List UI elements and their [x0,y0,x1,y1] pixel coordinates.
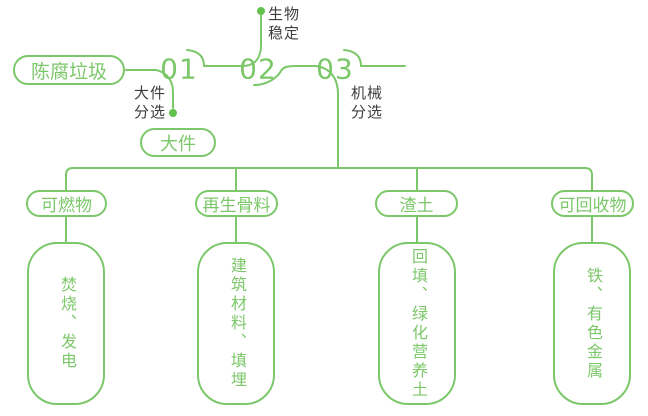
branch-combustible-use-text: 焚烧、发电 [58,276,75,371]
endpoint-dot-bio [257,7,265,15]
bulky-sorting-label: 大件 分选 [134,85,167,121]
connector-01-drop [155,69,174,109]
branch-slag-soil-use-box: 回填、绿化营养土 [378,242,456,405]
branch-combustible-label: 可燃物 [41,196,92,215]
branch-recycled-aggregate-use-box: 建筑材料、填埋 [197,242,275,405]
source-label: 陈腐垃圾 [30,61,107,83]
branch-recycled-aggregate-label: 再生骨料 [202,196,271,215]
branch-recyclable-pill: 可回收物 [551,190,634,217]
connector-bio-hook [241,14,262,67]
branch-recycled-aggregate-pill: 再生骨料 [195,190,278,217]
branch-slag-soil-use-text: 回填、绿化营养土 [409,247,426,400]
step-03-number: 03 [316,52,354,86]
branch-recyclable-use-box: 铁、有色金属 [553,242,631,405]
bulky-output-pill: 大件 [140,128,216,157]
step-01-number: 01 [160,52,198,86]
connector-03-drop [315,65,339,169]
branch-recycled-aggregate-use-text: 建筑材料、填埋 [228,257,245,390]
branch-bus-line [65,167,593,193]
branch-recyclable-label: 可回收物 [558,196,627,215]
branch-slag-soil-label: 渣土 [399,196,434,215]
endpoint-dot-bulky [169,109,177,117]
bulky-output-label: 大件 [160,133,196,154]
connector-02-to-03 [253,65,317,86]
mechanical-sorting-label: 机械 分选 [351,85,384,121]
source-pill: 陈腐垃圾 [13,55,125,85]
bio-stabilization-label: 生物 稳定 [268,6,301,42]
branch-combustible-pill: 可燃物 [26,190,107,217]
connector-01-to-02 [186,49,242,67]
branch-slag-soil-pill: 渣土 [375,190,458,217]
connector-03-out [343,49,406,67]
branch-recyclable-use-text: 铁、有色金属 [584,266,601,381]
branch-combustible-use-box: 焚烧、发电 [27,242,105,405]
step-02-number: 02 [239,52,277,86]
